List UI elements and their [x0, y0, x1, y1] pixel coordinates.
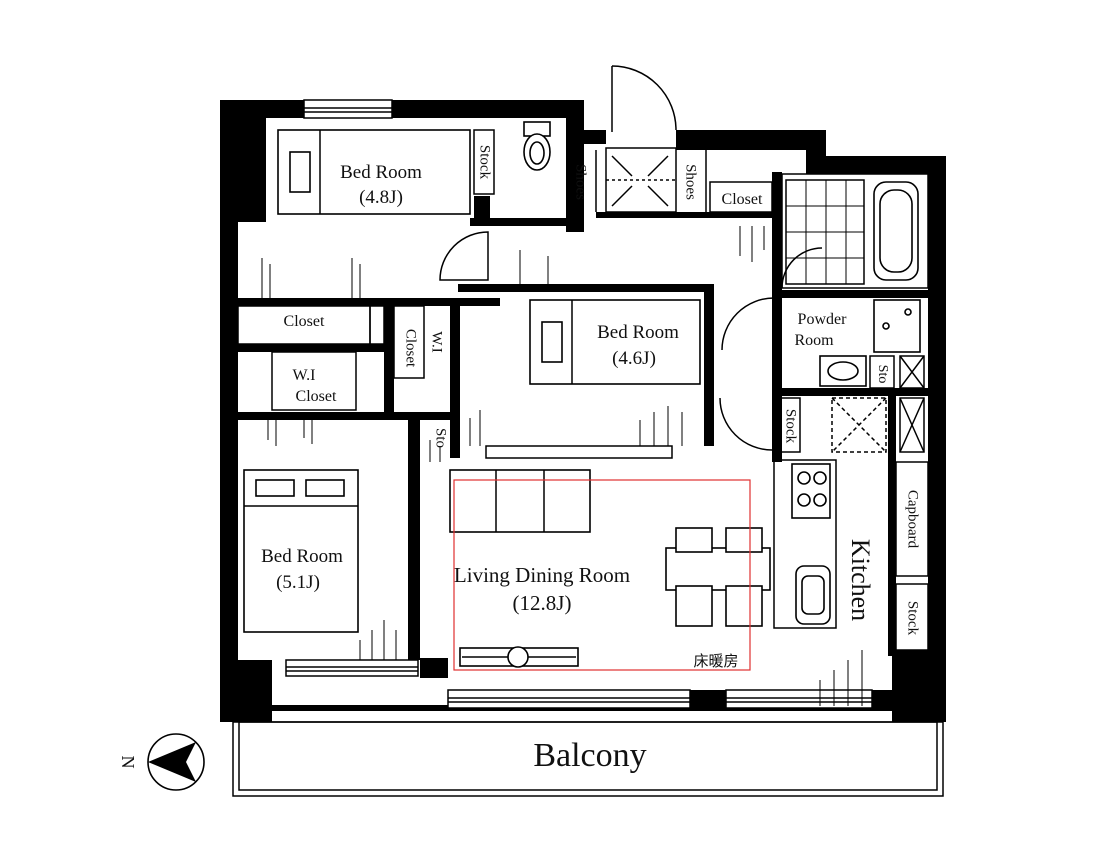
- bed-room-2-size: (4.6J): [612, 348, 656, 369]
- closet-left-label: Closet: [284, 313, 325, 330]
- washing-machine: [873, 299, 921, 353]
- stock-mid-box: [779, 397, 801, 453]
- wi-closet-lower-box: [271, 351, 357, 411]
- bed-room-2-sliding-door: [485, 445, 673, 459]
- floor-heating-label: 床暖房: [693, 653, 738, 670]
- bed-room-3-size: (5.1J): [276, 572, 320, 593]
- capboard-box: [895, 461, 929, 577]
- compass: N: [118, 733, 205, 791]
- bed-room-2: Bed Room (4.6J): [485, 299, 701, 459]
- interior-walls: [238, 172, 928, 660]
- stove: [791, 463, 831, 519]
- stock-right-label: Stock: [905, 601, 921, 636]
- pillow-2: [541, 321, 563, 363]
- kitchen: Kitchen: [773, 459, 875, 629]
- wall-hatching: [261, 226, 863, 706]
- wi-closet-upper-line2: Closet: [403, 329, 419, 368]
- wi-closet-upper-line1: W.I: [429, 331, 445, 353]
- pillow-1: [289, 151, 311, 193]
- bed-room-1-name: Bed Room: [340, 162, 422, 183]
- x-boxes: [831, 355, 925, 453]
- bed-room-2-name: Bed Room: [597, 322, 679, 343]
- wi-closet-lower-line2: Closet: [296, 388, 337, 405]
- sofa: [449, 469, 591, 533]
- living-dining: Living Dining Room (12.8J): [449, 469, 771, 668]
- door-swing: [439, 231, 489, 281]
- ldk-size: (12.8J): [513, 591, 572, 615]
- balcony-label: Balcony: [533, 737, 646, 774]
- floor-heating-area: [453, 479, 751, 671]
- bed-room-3-name: Bed Room: [261, 546, 343, 567]
- closet-top-label: Closet: [722, 191, 763, 208]
- closet-left-side: [369, 305, 385, 345]
- north-arrow-icon: [148, 742, 196, 782]
- balcony-inner-outline: [238, 721, 938, 791]
- stock-mid-label: Stock: [783, 409, 799, 444]
- closet-top-box: [709, 181, 773, 213]
- dining-table: [665, 547, 771, 591]
- capboard-label: Capboard: [905, 490, 921, 549]
- wi-closet-lower-line1: W.I: [293, 367, 316, 384]
- bed-room-1: Bed Room (4.8J): [277, 129, 489, 281]
- pillow-3a: [255, 479, 295, 497]
- stock-right-box: [895, 583, 929, 651]
- ldk-name: Living Dining Room: [454, 563, 630, 587]
- compass-north-label: N: [118, 756, 138, 769]
- sto-right-box: [869, 355, 895, 389]
- bed-room-1-size: (4.8J): [359, 187, 403, 208]
- sto-right-label: Sto: [875, 365, 890, 384]
- kitchen-label: Kitchen: [846, 539, 875, 621]
- bed-room-3: Bed Room (5.1J): [243, 469, 359, 633]
- shoes-left-label: Shoes: [573, 164, 589, 200]
- powder-room-line1: Powder: [798, 311, 848, 328]
- bed-3: [243, 469, 359, 633]
- toilet: [523, 121, 551, 171]
- powder-room-line2: Room: [794, 332, 834, 349]
- stock-top-label: Stock: [477, 145, 493, 180]
- windows: [285, 99, 873, 709]
- shoes-right-label: Shoes: [683, 164, 699, 200]
- wi-closet-upper-box: [393, 305, 425, 379]
- stock-top-box: [473, 129, 495, 195]
- entrance: [605, 65, 677, 213]
- bathroom: [781, 173, 929, 289]
- pillow-3b: [305, 479, 345, 497]
- sto-left-label: Sto: [433, 428, 449, 448]
